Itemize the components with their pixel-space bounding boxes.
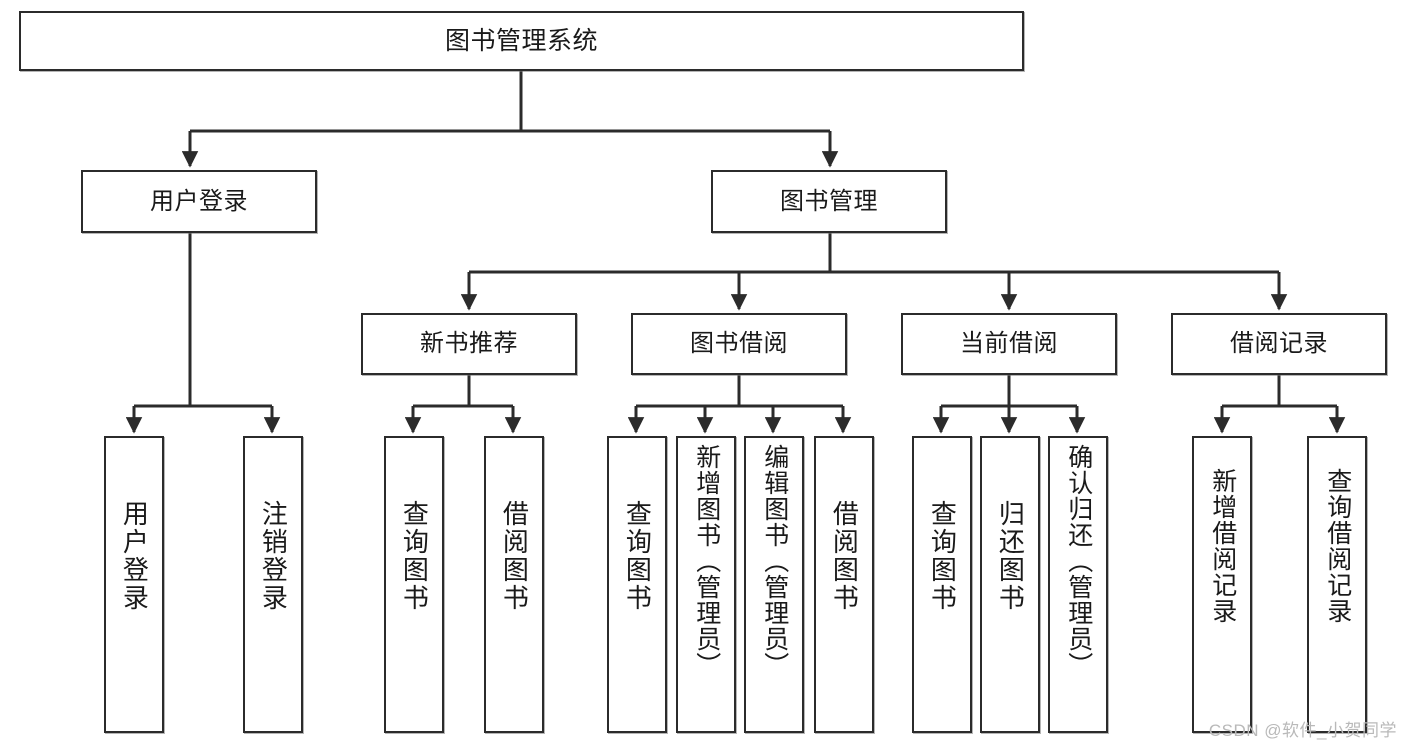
node-label: 图书管理系统: [444, 26, 598, 55]
node-leaf-query-book-borrow[interactable]: 查询图书: [607, 436, 667, 733]
node-label: 借阅图书: [499, 500, 530, 612]
node-leaf-add-borrow-record[interactable]: 新增借阅记录: [1192, 436, 1252, 733]
node-label: 确认归还（管理员）: [1064, 444, 1093, 678]
node-leaf-query-borrow-record[interactable]: 查询借阅记录: [1307, 436, 1367, 733]
node-label: 查询图书: [622, 500, 653, 612]
node-label: 查询图书: [927, 500, 958, 612]
node-label: 新增图书（管理员）: [692, 444, 721, 678]
node-leaf-borrow-book[interactable]: 借阅图书: [814, 436, 874, 733]
node-leaf-edit-book-admin[interactable]: 编辑图书（管理员）: [744, 436, 804, 733]
node-new-book-recommend[interactable]: 新书推荐: [361, 313, 577, 375]
node-leaf-confirm-return-admin[interactable]: 确认归还（管理员）: [1048, 436, 1108, 733]
csdn-watermark: CSDN @软件_小贺同学: [1208, 721, 1397, 740]
node-label: 借阅图书: [829, 500, 860, 612]
node-book-management[interactable]: 图书管理: [711, 170, 947, 233]
node-leaf-return-book[interactable]: 归还图书: [980, 436, 1040, 733]
node-user-login[interactable]: 用户登录: [81, 170, 317, 233]
node-leaf-user-login[interactable]: 用户登录: [104, 436, 164, 733]
node-current-borrow[interactable]: 当前借阅: [901, 313, 1117, 375]
node-leaf-borrow-book-recommend[interactable]: 借阅图书: [484, 436, 544, 733]
node-leaf-query-book-current[interactable]: 查询图书: [912, 436, 972, 733]
node-leaf-add-book-admin[interactable]: 新增图书（管理员）: [676, 436, 736, 733]
node-label: 编辑图书（管理员）: [760, 444, 789, 678]
node-label: 用户登录: [119, 500, 150, 612]
node-label: 查询图书: [399, 500, 430, 612]
node-label: 新书推荐: [420, 330, 518, 358]
node-label: 查询借阅记录: [1323, 468, 1352, 624]
node-leaf-query-book-recommend[interactable]: 查询图书: [384, 436, 444, 733]
node-label: 借阅记录: [1230, 330, 1328, 358]
node-label: 用户登录: [150, 187, 248, 215]
node-label: 当前借阅: [960, 330, 1058, 358]
node-root-book-management-system[interactable]: 图书管理系统: [19, 11, 1024, 71]
node-borrow-record[interactable]: 借阅记录: [1171, 313, 1387, 375]
node-label: 图书借阅: [690, 330, 788, 358]
node-label: 新增借阅记录: [1208, 468, 1237, 624]
node-label: 图书管理: [780, 187, 878, 215]
node-label: 注销登录: [258, 500, 289, 612]
node-book-borrow[interactable]: 图书借阅: [631, 313, 847, 375]
node-leaf-user-logout[interactable]: 注销登录: [243, 436, 303, 733]
node-label: 归还图书: [995, 500, 1026, 612]
